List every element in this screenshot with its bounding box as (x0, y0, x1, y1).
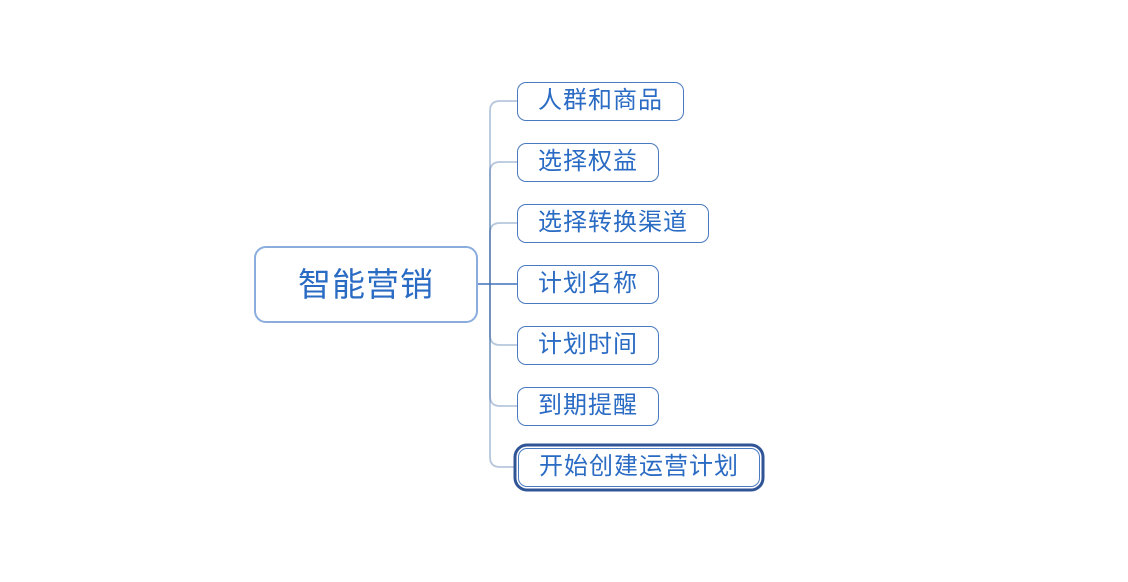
child-topic-node[interactable]: 计划名称 (517, 265, 659, 304)
branch-line-5 (489, 284, 517, 407)
child-topic-node[interactable]: 到期提醒 (517, 387, 659, 426)
branch-line-0 (489, 100, 517, 284)
branch-line-1 (489, 161, 517, 284)
branch-line-2 (489, 222, 517, 284)
child-topic-node[interactable]: 选择权益 (517, 143, 659, 182)
child-topic-node-selected[interactable]: 开始创建运营计划 (518, 448, 760, 487)
branch-line-4 (489, 284, 517, 346)
child-topic-node[interactable]: 人群和商品 (517, 82, 684, 121)
branch-line-6 (489, 284, 514, 468)
child-topic-node[interactable]: 选择转换渠道 (517, 204, 709, 243)
child-topic-node[interactable]: 计划时间 (517, 326, 659, 365)
root-topic-node[interactable]: 智能营销 (254, 246, 478, 323)
